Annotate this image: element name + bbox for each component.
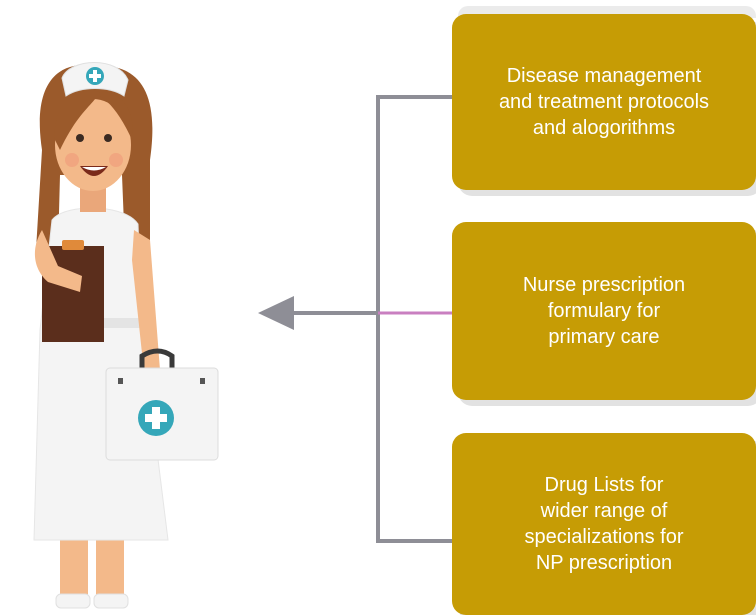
drug-lists-box-label: Drug Lists for wider range of specializa… [524, 474, 684, 574]
arrow-left-icon [258, 296, 294, 330]
nurse-illustration-icon [33, 62, 219, 609]
nurse-teeth [82, 167, 106, 171]
formulary-box-label: Nurse prescription formulary for primary… [522, 274, 686, 348]
nurse-left-leg [60, 535, 88, 597]
nurse-left-cheek [65, 153, 79, 167]
clipboard-clip [62, 240, 84, 250]
protocols-box-label: Disease management and treatment protoco… [498, 65, 710, 139]
nurse-right-shoe [93, 593, 129, 609]
nurse-left-eye [76, 134, 84, 142]
nurse-right-cheek [109, 153, 123, 167]
nurse-left-shoe [55, 593, 91, 609]
nurse-fringe [54, 90, 100, 150]
connector-bracket [376, 95, 452, 543]
protocols-box: Disease management and treatment protoco… [452, 14, 756, 190]
formulary-box: Nurse prescription formulary for primary… [452, 222, 756, 400]
drug-lists-box: Drug Lists for wider range of specializa… [452, 433, 756, 615]
medical-case-handle [139, 348, 175, 370]
nurse-right-leg [96, 535, 124, 597]
medical-case-latch-left [118, 378, 123, 384]
nurse-right-arm [132, 230, 160, 372]
nurse-cap-cross-h [89, 74, 101, 78]
nurse-fringe-right [100, 92, 133, 140]
medical-case-latch-right [200, 378, 205, 384]
nurse-right-eye [104, 134, 112, 142]
nurse-left-arm [34, 230, 82, 292]
medical-case-cross-h [145, 414, 167, 422]
